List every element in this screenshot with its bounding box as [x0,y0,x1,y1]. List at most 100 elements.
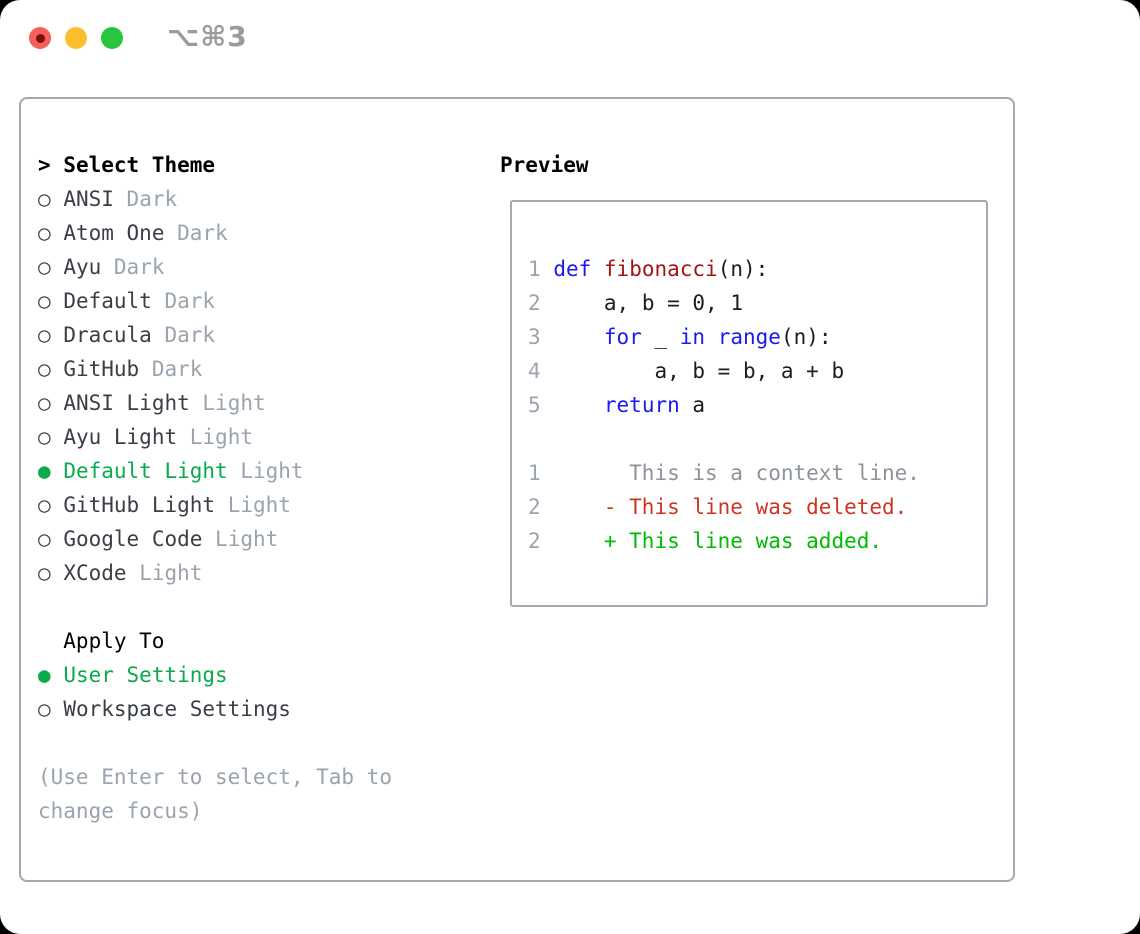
spacer [38,726,420,760]
select-theme-title: Select Theme [63,153,216,177]
line-number: 2 [528,291,541,315]
line-number: 1 [528,461,541,485]
theme-variant: Dark [126,187,178,211]
code-token: (n): [717,257,769,281]
code-token [705,325,718,349]
theme-name: Ayu [63,255,102,279]
theme-name: Ayu Light [63,425,178,449]
code-token [553,325,604,349]
diff-line-deleted: 2 - This line was deleted. [528,490,986,524]
theme-variant: Dark [177,221,228,245]
radio-icon: ○ [38,323,51,347]
apply-option-label: Workspace Settings [63,697,291,721]
code-line: 3 for _ in range(n): [528,320,986,354]
theme-variant: Dark [113,255,165,279]
radio-icon: ○ [38,255,51,279]
spacer [528,422,986,456]
code-token: def [553,257,592,281]
radio-icon: ○ [38,221,51,245]
code-line: 2 a, b = 0, 1 [528,286,986,320]
theme-name: Default Light [63,459,228,483]
theme-panel: >Select Theme ○ ANSI Dark○ Atom One Dark… [38,148,420,828]
code-token: fibonacci [603,257,718,281]
theme-variant: Light [139,561,203,585]
theme-variant: Light [189,425,253,449]
radio-selected-icon: ● [38,459,51,483]
radio-icon: ○ [38,697,51,721]
theme-option-atom-one[interactable]: ○ Atom One Dark [38,216,420,250]
apply-option-user-settings[interactable]: ● User Settings [38,658,420,692]
close-dot-icon [35,33,45,43]
theme-option-ansi-light[interactable]: ○ ANSI Light Light [38,386,420,420]
diff-text: + This line was added. [603,529,883,553]
code-token: (n): [780,325,832,349]
theme-option-dracula[interactable]: ○ Dracula Dark [38,318,420,352]
radio-icon: ○ [38,425,51,449]
line-number: 2 [528,495,541,519]
code-line: 1 def fibonacci(n): [528,252,986,286]
code-token: range [717,325,781,349]
theme-name: Default [63,289,152,313]
radio-icon: ○ [38,187,51,211]
theme-option-ansi[interactable]: ○ ANSI Dark [38,182,420,216]
line-number: 1 [528,257,541,281]
theme-name: ANSI Light [63,391,190,415]
theme-name: XCode [63,561,127,585]
radio-selected-icon: ● [38,663,51,687]
code-line: 5 return a [528,388,986,422]
theme-name: Dracula [63,323,152,347]
code-token: a, b = 0, 1 [553,291,743,315]
theme-list: ○ ANSI Dark○ Atom One Dark○ Ayu Dark○ De… [38,182,420,590]
theme-name: GitHub Light [63,493,216,517]
spacer [38,590,420,624]
diff-line-context: 1 This is a context line. [528,456,986,490]
radio-icon: ○ [38,357,51,381]
theme-name: GitHub [63,357,140,381]
code-token: for [603,325,642,349]
theme-option-google-code[interactable]: ○ Google Code Light [38,522,420,556]
apply-to-header: Apply To [63,629,165,653]
code-token: _ [641,325,680,349]
radio-icon: ○ [38,289,51,313]
theme-variant: Dark [151,357,203,381]
theme-option-xcode[interactable]: ○ XCode Light [38,556,420,590]
line-number: 4 [528,359,541,383]
help-text: (Use Enter to select, Tab to change focu… [38,765,405,823]
radio-icon: ○ [38,527,51,551]
theme-variant: Light [215,527,279,551]
theme-variant: Light [227,493,291,517]
code-token: in [679,325,706,349]
apply-to-list: ● User Settings○ Workspace Settings [38,658,420,726]
theme-variant: Light [240,459,304,483]
close-button[interactable] [29,27,51,49]
theme-variant: Dark [164,289,216,313]
preview-header: Preview [500,153,589,177]
zoom-button[interactable] [101,27,123,49]
theme-option-ayu[interactable]: ○ Ayu Dark [38,250,420,284]
theme-name: Atom One [63,221,165,245]
theme-option-ayu-light[interactable]: ○ Ayu Light Light [38,420,420,454]
diff-text: - This line was deleted. [603,495,908,519]
code-token [553,393,604,417]
theme-option-default[interactable]: ○ Default Dark [38,284,420,318]
select-theme-header: > Select Theme [38,148,420,182]
apply-option-label: User Settings [63,663,228,687]
theme-variant: Dark [164,323,216,347]
apply-option-workspace-settings[interactable]: ○ Workspace Settings [38,692,420,726]
focus-caret-icon: > [38,153,51,177]
theme-option-default-light[interactable]: ● Default Light Light [38,454,420,488]
line-number: 5 [528,393,541,417]
radio-icon: ○ [38,391,51,415]
minimize-button[interactable] [65,27,87,49]
code-line: 4 a, b = b, a + b [528,354,986,388]
code-token: return [603,393,680,417]
theme-option-github-light[interactable]: ○ GitHub Light Light [38,488,420,522]
code-token [591,257,604,281]
radio-icon: ○ [38,561,51,585]
line-number: 2 [528,529,541,553]
theme-option-github[interactable]: ○ GitHub Dark [38,352,420,386]
code-token: a, b = b, a + b [553,359,845,383]
theme-name: Google Code [63,527,203,551]
